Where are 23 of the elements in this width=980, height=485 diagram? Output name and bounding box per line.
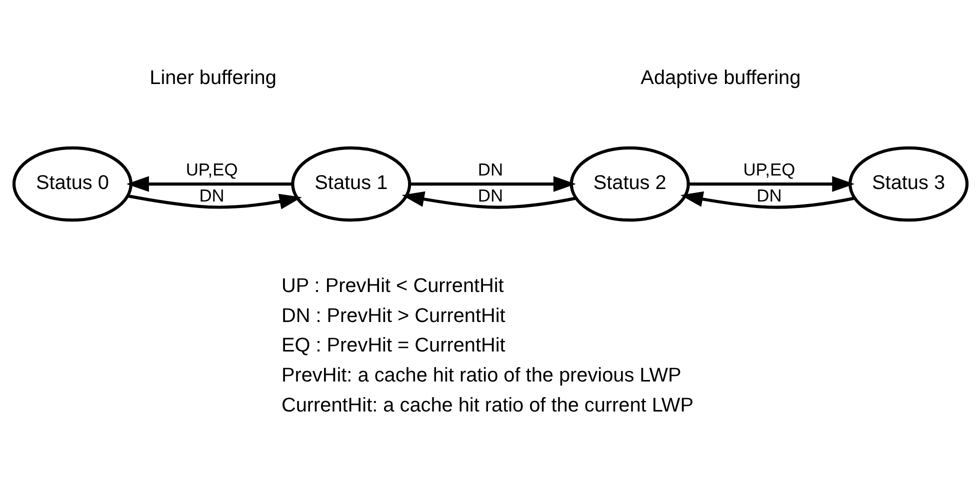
arrow <box>688 176 854 192</box>
label: PrevHit: a cache hit ratio of the previous LWP <box>280 364 681 387</box>
label: Liner buffering <box>149 67 276 90</box>
label: DN : PrevHit > CurrentHit <box>280 304 505 327</box>
arrow <box>126 194 302 210</box>
node-ellipse: Status 1 <box>290 146 411 222</box>
edge-label: UP,EQ <box>185 160 238 180</box>
node-ellipse: Status 0 <box>12 146 132 222</box>
edge-label: UP,EQ <box>742 160 795 180</box>
node-ellipse: Status 2 <box>569 146 690 222</box>
arrow <box>680 191 854 209</box>
arrow <box>401 191 576 209</box>
edge-label: DN <box>477 160 503 180</box>
label: UP : PrevHit < CurrentHit <box>280 275 504 298</box>
label: CurrentHit: a cache hit ratio of the current LWP <box>280 394 693 416</box>
arrow <box>409 176 576 192</box>
edge-label: DN <box>477 186 503 206</box>
edge-label: DN <box>198 186 224 206</box>
label: Adaptive buffering <box>640 67 800 90</box>
arrow <box>126 176 292 192</box>
node-ellipse: Status 3 <box>848 146 968 222</box>
label: EQ : PrevHit = CurrentHit <box>280 334 505 357</box>
edge-label: DN <box>756 186 782 206</box>
